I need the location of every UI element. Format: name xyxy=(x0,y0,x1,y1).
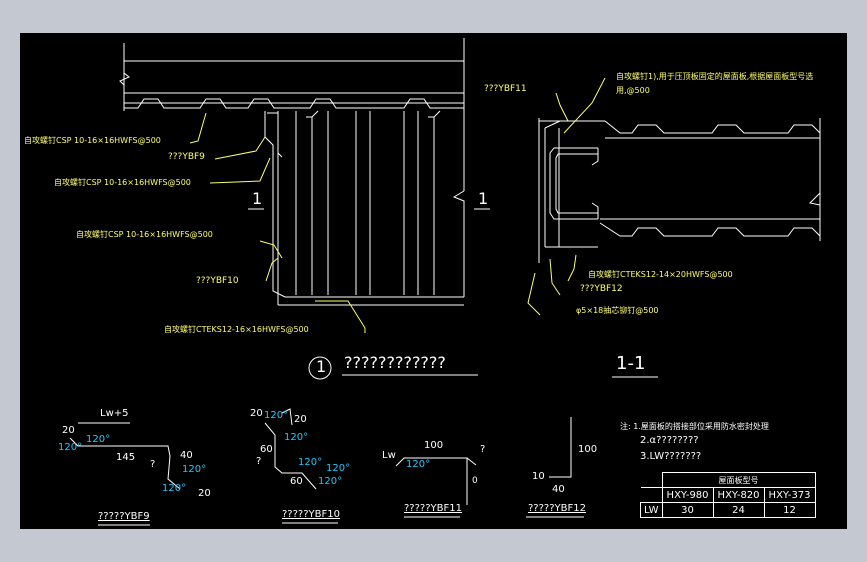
wall-studs-left xyxy=(295,110,441,295)
ybf9-angle-b: 120° xyxy=(58,442,83,453)
ybf11-label: ?????YBF11 xyxy=(404,503,462,514)
section-title: 1-1 xyxy=(616,353,646,374)
ybf10-angle-c: 120° xyxy=(298,457,323,468)
section-mark-right: 1 xyxy=(478,189,489,208)
spec-val-3: 12 xyxy=(763,502,816,518)
ybf9-angle-a: 120° xyxy=(86,434,111,445)
ybf11-dim-100: 100 xyxy=(424,440,444,451)
callout-ybf12: ???YBF12 xyxy=(580,284,623,294)
ybf10-angle-b: 120° xyxy=(284,432,309,443)
profile-ybf11-outline xyxy=(395,457,477,505)
ybf10-dim-20a: 20 xyxy=(250,408,263,419)
section-mark-left: 1 xyxy=(252,189,263,208)
purlin-channel xyxy=(544,120,599,248)
ybf9-q: ? xyxy=(150,459,156,470)
leaders-right xyxy=(527,77,606,316)
callout-csp-3: 自攻螺钉CSP 10-16×16HWFS@500 xyxy=(76,230,213,239)
ybf11-angle: 120° xyxy=(406,459,431,470)
ybf9-dim-20a: 20 xyxy=(62,425,75,436)
note-3: 3.LW??????? xyxy=(640,451,702,462)
ybf9-dim-lw5: Lw+5 xyxy=(100,408,129,419)
ybf12-dim-40: 40 xyxy=(552,484,565,495)
ybf12-dim-10: 10 xyxy=(532,471,545,482)
ybf11-dim-0: 0 xyxy=(472,476,478,486)
flashing-left xyxy=(264,111,465,306)
spec-col-3: HXY-373 xyxy=(763,487,816,503)
profile-ybf12-outline xyxy=(549,417,572,478)
ybf9-dim-40: 40 xyxy=(180,450,193,461)
callout-top-note-2: 用,@500 xyxy=(616,86,650,95)
ybf10-label: ?????YBF10 xyxy=(282,509,340,520)
spec-table-header: 屋面板型号 xyxy=(661,472,816,488)
ybf10-dim-60a: 60 xyxy=(260,444,273,455)
spec-col-2: HXY-820 xyxy=(712,487,765,503)
ybf9-dim-145: 145 xyxy=(116,452,136,463)
callout-ybf10: ???YBF10 xyxy=(196,276,239,286)
detail-number: 1 xyxy=(316,357,327,376)
drawing-canvas: 自攻螺钉CSP 10-16×16HWFS@500 ???YBF9 自攻螺钉CSP… xyxy=(20,33,847,529)
ybf12-label: ?????YBF12 xyxy=(528,503,586,514)
callout-top-note-1: 自攻螺钉1),用于压顶板固定的屋面板,根据屋面板型号选 xyxy=(616,72,814,81)
ybf9-angle-d: 120° xyxy=(162,483,187,494)
spec-table: 屋面板型号 HXY-980 HXY-820 HXY-373 LW 30 24 1… xyxy=(640,472,816,518)
callout-csp-2: 自攻螺钉CSP 10-16×16HWFS@500 xyxy=(54,178,191,187)
ybf9-angle-c: 120° xyxy=(182,464,207,475)
callout-rivet: φ5×18抽芯铆钉@500 xyxy=(576,306,659,315)
detail-title: ???????????? xyxy=(344,353,446,372)
spec-col-1: HXY-980 xyxy=(661,487,714,503)
ybf10-angle-a: 120° xyxy=(264,410,289,421)
leaders-left xyxy=(189,112,366,333)
ybf11-dim-lw: Lw xyxy=(382,450,396,461)
spec-val-1: 30 xyxy=(661,502,714,518)
note-2: 2.α???????? xyxy=(640,435,699,446)
callout-csp-1: 自攻螺钉CSP 10-16×16HWFS@500 xyxy=(24,136,161,145)
profile-ybf10-outline xyxy=(264,408,317,490)
profile-underlines xyxy=(98,516,584,526)
linework xyxy=(69,38,821,526)
ybf10-dim-20b: 20 xyxy=(294,414,307,425)
ybf10-angle-e: 120° xyxy=(318,476,343,487)
ybf12-dim-100: 100 xyxy=(578,444,598,455)
callout-ybf11: ???YBF11 xyxy=(484,84,527,94)
ybf9-dim-20b: 20 xyxy=(198,488,211,499)
callout-cteks16: 自攻螺钉CTEKS12-16×16HWFS@500 xyxy=(164,325,309,334)
ybf10-q: ? xyxy=(256,456,262,467)
section-1-1-underline xyxy=(308,356,658,380)
spec-row-label: LW xyxy=(640,502,663,518)
profile-ybf9-outline xyxy=(69,422,181,490)
callout-ybf9: ???YBF9 xyxy=(168,152,205,162)
roof-panel-left xyxy=(119,38,465,178)
ybf11-q: ? xyxy=(480,444,486,455)
ybf10-dim-60b: 60 xyxy=(290,476,303,487)
spec-val-2: 24 xyxy=(712,502,765,518)
ybf9-label: ?????YBF9 xyxy=(98,511,150,522)
note-1: 注: 1.屋面板的搭接部位采用防水密封处理 xyxy=(620,422,769,431)
section-panel-right xyxy=(538,118,821,263)
callout-cteks14: 自攻螺钉CTEKS12-14×20HWFS@500 xyxy=(588,270,733,279)
ybf10-angle-d: 120° xyxy=(326,463,351,474)
